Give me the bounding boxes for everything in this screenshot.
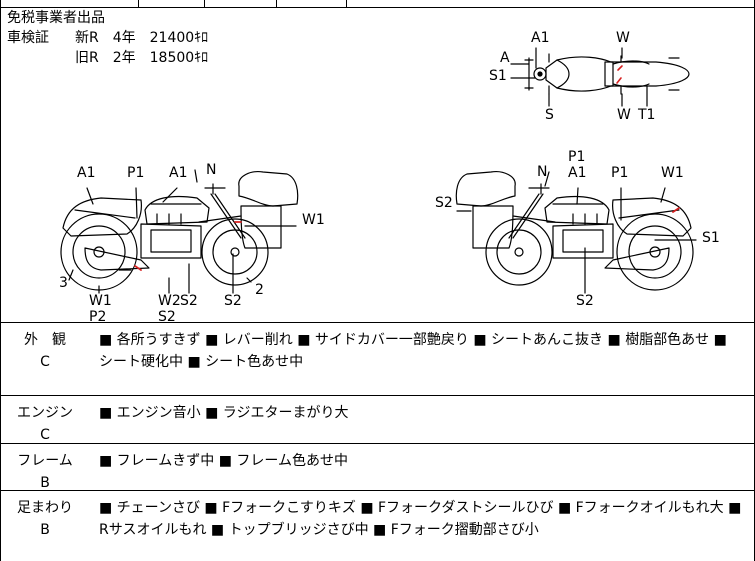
- condition-description: ■ チェーンさび ■ Fフォークこすりキズ ■ Fフォークダストシールひび ■ …: [99, 500, 742, 538]
- left-view-label: P2: [89, 309, 107, 325]
- category-grade: C: [40, 354, 50, 370]
- left-view-label: S2: [158, 309, 176, 325]
- left-side-view: [60, 169, 299, 294]
- top-view: [510, 47, 690, 107]
- table-top-strip: [0, 0, 755, 8]
- condition-description: ■ フレームきず中 ■ フレーム色あせ中: [99, 453, 348, 469]
- category-name: 足まわり: [17, 500, 73, 516]
- left-view-label: N: [206, 162, 217, 178]
- left-view-label: S2: [180, 293, 198, 309]
- condition-category: フレーム B: [1, 450, 89, 494]
- right-view-label: P1: [611, 165, 629, 181]
- right-view-label: W1: [661, 165, 684, 181]
- top-view-label: A1: [531, 30, 550, 46]
- damage-diagram-area: 免税事業者出品 車検証 新R 4年 21400ｷﾛ 旧R 2年 18500ｷﾛ: [0, 8, 755, 325]
- right-view-label: N: [537, 164, 548, 180]
- top-view-label: W: [616, 30, 630, 46]
- new-registration: 新R 4年 21400ｷﾛ: [75, 30, 209, 46]
- right-view-label: S2: [435, 195, 453, 211]
- condition-row-frame: フレーム B ■ フレームきず中 ■ フレーム色あせ中: [0, 444, 755, 491]
- top-view-label: S1: [489, 68, 507, 84]
- category-name: 外 観: [24, 332, 66, 348]
- inspection-label: 車検証: [7, 30, 49, 46]
- top-view-label: T1: [638, 107, 656, 123]
- old-registration: 旧R 2年 18500ｷﾛ: [75, 50, 209, 66]
- category-grade: B: [40, 522, 50, 538]
- top-view-label: W: [617, 107, 631, 123]
- top-view-label: A: [500, 50, 510, 66]
- seller-type: 免税事業者出品: [7, 10, 105, 26]
- condition-category: 足まわり B: [1, 497, 89, 541]
- left-view-label: P1: [127, 165, 145, 181]
- left-view-label: W1: [89, 293, 112, 309]
- left-view-label: 3: [59, 275, 68, 291]
- condition-row-engine: エンジン C ■ エンジン音小 ■ ラジエターまがり大: [0, 396, 755, 444]
- category-name: エンジン: [17, 405, 73, 421]
- right-view-label: S1: [702, 230, 720, 246]
- category-grade: B: [40, 475, 50, 491]
- top-view-label: S: [545, 107, 554, 123]
- left-view-label: A1: [77, 165, 96, 181]
- condition-description: ■ 各所うすきず ■ レバー削れ ■ サイドカバー一部艶戻り ■ シートあんこ抜…: [99, 332, 727, 370]
- left-view-label: W1: [302, 212, 325, 228]
- left-view-label: W2: [158, 293, 181, 309]
- left-view-label: 2: [255, 282, 264, 298]
- left-view-label: A1: [169, 165, 188, 181]
- left-view-label: S2: [224, 293, 242, 309]
- motorcycle-diagram: [60, 47, 697, 294]
- right-view-label: A1: [568, 165, 587, 181]
- right-view-label: S2: [576, 293, 594, 309]
- right-view-label: P1: [568, 149, 586, 165]
- right-side-view: [455, 171, 697, 294]
- category-name: フレーム: [17, 453, 73, 469]
- condition-category: エンジン C: [1, 402, 89, 446]
- condition-row-exterior: 外 観 C ■ 各所うすきず ■ レバー削れ ■ サイドカバー一部艶戻り ■ シ…: [0, 323, 755, 396]
- condition-row-suspension: 足まわり B ■ チェーンさび ■ Fフォークこすりキズ ■ Fフォークダストシ…: [0, 491, 755, 561]
- category-grade: C: [40, 427, 50, 443]
- condition-category: 外 観 C: [1, 329, 89, 373]
- condition-description: ■ エンジン音小 ■ ラジエターまがり大: [99, 405, 349, 421]
